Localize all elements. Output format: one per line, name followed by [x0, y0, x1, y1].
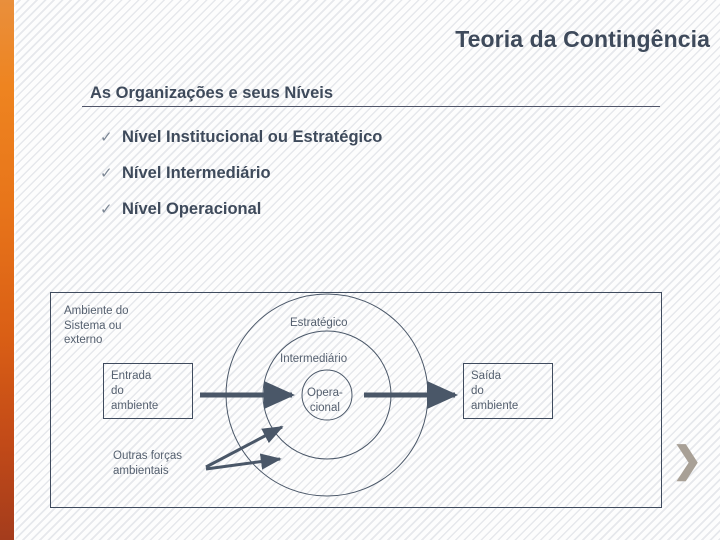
ring-label-operacional: Opera- cional [307, 387, 343, 414]
ring-label-intermediario: Intermediário [280, 353, 348, 365]
environment-label: Ambiente do Sistema ou externo [64, 305, 129, 347]
left-accent-bar [0, 0, 14, 540]
input-box: Entrada do ambiente [103, 363, 193, 419]
list-item: ✓ Nível Institucional ou Estratégico [100, 128, 620, 164]
checkmark-icon: ✓ [100, 129, 113, 146]
arrow-outras-forcas-lower [205, 453, 282, 471]
section-subtitle: As Organizações e seus Níveis [90, 84, 334, 102]
list-item-label: Nível Operacional [122, 200, 262, 218]
chevron-right-icon: ❯ [672, 439, 703, 480]
list-item-label: Nível Institucional ou Estratégico [122, 128, 383, 146]
list-item: ✓ Nível Intermediário [100, 164, 620, 200]
ring-label-estrategico: Estratégico [290, 317, 348, 329]
checkmark-icon: ✓ [100, 165, 113, 182]
organization-levels-diagram: Ambiente do Sistema ou externo Estratégi… [50, 292, 662, 508]
ring-operacional [301, 369, 353, 421]
subtitle-divider [82, 106, 660, 107]
page-title: Teoria da Contingência [455, 26, 710, 52]
checkmark-icon: ✓ [100, 201, 113, 218]
arrow-outras-forcas-upper [205, 425, 284, 469]
diagram-border [50, 292, 662, 508]
diagram-graphics [200, 293, 459, 497]
list-item: ✓ Nível Operacional [100, 200, 620, 236]
other-forces-label: Outras forças ambientais [113, 450, 183, 477]
output-box: Saída do ambiente [463, 363, 553, 419]
left-accent-bar-highlight [14, 0, 16, 540]
bullet-list: ✓ Nível Institucional ou Estratégico ✓ N… [100, 128, 620, 236]
list-item-label: Nível Intermediário [122, 164, 271, 182]
